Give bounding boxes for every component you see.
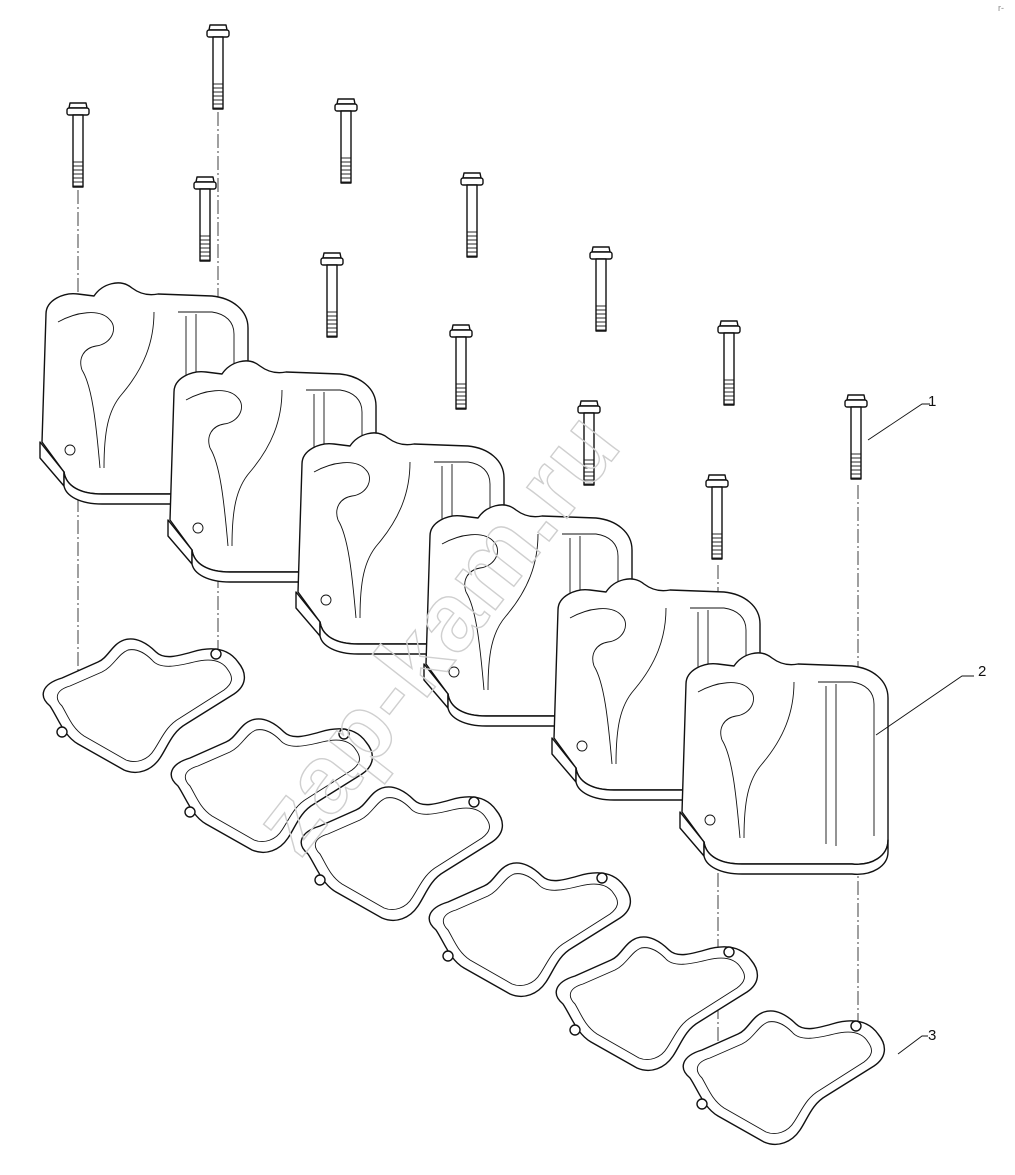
valve-cover-6 xyxy=(679,652,889,875)
bolt xyxy=(460,172,484,258)
bolt xyxy=(844,394,868,480)
callout-2: 2 xyxy=(978,663,986,680)
gasket-6 xyxy=(682,1010,886,1146)
bolt xyxy=(206,24,230,110)
callout-3: 3 xyxy=(928,1027,936,1044)
bolt xyxy=(334,98,358,184)
bolt xyxy=(66,102,90,188)
corner-mark: r- xyxy=(998,3,1004,13)
bolt xyxy=(705,474,729,560)
bolt xyxy=(589,246,613,332)
callout-1: 1 xyxy=(928,393,936,410)
bolt xyxy=(193,176,217,262)
leader-lines xyxy=(867,403,974,1055)
bolt xyxy=(320,252,344,338)
bolt xyxy=(449,324,473,410)
bolt xyxy=(717,320,741,406)
